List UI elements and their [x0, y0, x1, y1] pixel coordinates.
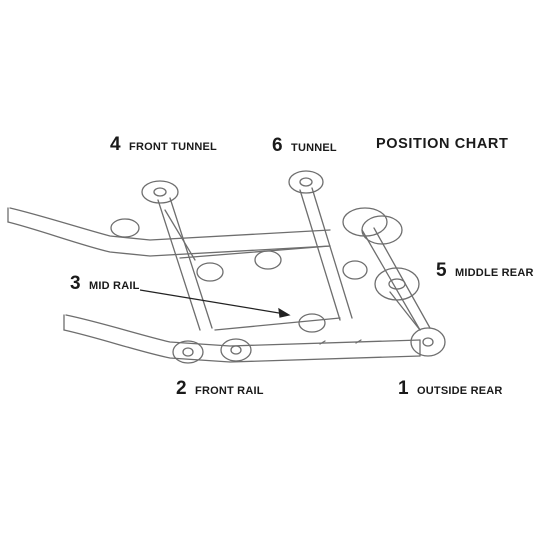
back-rail: [7, 207, 331, 257]
label-front-rail: 2 FRONT RAIL: [176, 378, 264, 400]
label-tunnel: 6 TUNNEL: [272, 135, 337, 157]
label-number: 6: [272, 135, 283, 156]
label-front-tunnel: 4 FRONT TUNNEL: [110, 134, 217, 156]
cross-bracket: [179, 245, 331, 259]
label-middle-rear: 5 MIDDLE REAR: [436, 260, 534, 282]
front-rail: [63, 314, 421, 363]
label-number: 1: [398, 378, 409, 399]
tunnel-shaft: [299, 187, 353, 321]
front-tunnel-shaft: [157, 197, 213, 331]
wheel-tunnel: [288, 170, 324, 194]
wheel-back-upper: [110, 218, 140, 238]
label-number: 2: [176, 378, 187, 399]
chart-title: POSITION CHART: [376, 136, 509, 152]
wheel-front-tunnel: [141, 180, 179, 204]
label-text: MID RAIL: [89, 280, 140, 292]
rail-marks: [319, 339, 362, 345]
label-text: TUNNEL: [291, 142, 337, 154]
mid-rail-arrow: [139, 289, 291, 318]
label-mid-rail: 3 MID RAIL: [70, 273, 140, 295]
wheel-outside-rear: [410, 327, 446, 357]
wheel-mid: [196, 250, 368, 282]
cross-bracket: [214, 317, 341, 331]
label-outside-rear: 1 OUTSIDE REAR: [398, 378, 503, 400]
label-text: FRONT RAIL: [195, 385, 264, 397]
wheel-front-rail: [172, 338, 252, 364]
wheel-middle-rear: [342, 207, 420, 301]
label-text: MIDDLE REAR: [455, 267, 534, 279]
label-text: FRONT TUNNEL: [129, 141, 217, 153]
wheel-mid-rail: [298, 313, 326, 333]
label-number: 4: [110, 134, 121, 155]
label-number: 5: [436, 260, 447, 281]
label-text: OUTSIDE REAR: [417, 385, 503, 397]
label-number: 3: [70, 273, 81, 294]
